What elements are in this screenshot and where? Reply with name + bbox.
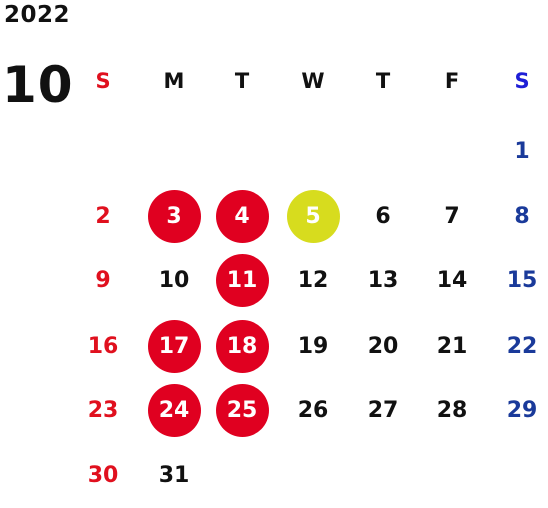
weekday-header-4: T xyxy=(375,69,391,93)
day-number: 25 xyxy=(226,397,258,423)
day-number: 22 xyxy=(506,333,538,359)
day-cell-22[interactable]: 22 xyxy=(487,313,548,379)
day-cell-4[interactable]: 4 xyxy=(207,183,277,249)
day-number: 12 xyxy=(297,267,329,293)
holiday-marker: 25 xyxy=(215,383,269,437)
day-cell-7[interactable]: 7 xyxy=(417,183,487,249)
day-number: 14 xyxy=(436,267,468,293)
day-cell-28[interactable]: 28 xyxy=(417,377,487,443)
weekday-header-3: W xyxy=(301,69,325,93)
day-cell-31[interactable]: 31 xyxy=(139,442,209,508)
day-cell-1[interactable]: 1 xyxy=(487,118,548,184)
day-cell-3[interactable]: 3 xyxy=(139,183,209,249)
day-number: 2 xyxy=(95,203,111,229)
day-cell-6[interactable]: 6 xyxy=(348,183,418,249)
day-cell-10[interactable]: 10 xyxy=(139,247,209,313)
day-number: 17 xyxy=(158,333,190,359)
day-number: 27 xyxy=(367,397,399,423)
day-number: 20 xyxy=(367,333,399,359)
day-number: 9 xyxy=(95,267,111,293)
holiday-marker: 17 xyxy=(147,319,201,373)
day-cell-5[interactable]: 5 xyxy=(278,183,348,249)
weekday-header-1: M xyxy=(163,69,185,93)
day-cell-17[interactable]: 17 xyxy=(139,313,209,379)
day-cell-19[interactable]: 19 xyxy=(278,313,348,379)
holiday-marker: 4 xyxy=(215,189,269,243)
day-number: 1 xyxy=(514,138,530,164)
weekday-header-2: T xyxy=(234,69,250,93)
day-number: 13 xyxy=(367,267,399,293)
day-cell-14[interactable]: 14 xyxy=(417,247,487,313)
weekday-header-6: S xyxy=(514,69,530,93)
day-number: 8 xyxy=(514,203,530,229)
weekday-header-5: F xyxy=(444,69,460,93)
day-number: 11 xyxy=(226,267,258,293)
day-number: 24 xyxy=(158,397,190,423)
day-cell-9[interactable]: 9 xyxy=(68,247,138,313)
day-number: 5 xyxy=(305,203,321,229)
day-cell-12[interactable]: 12 xyxy=(278,247,348,313)
day-cell-23[interactable]: 23 xyxy=(68,377,138,443)
holiday-marker: 3 xyxy=(147,189,201,243)
day-cell-15[interactable]: 15 xyxy=(487,247,548,313)
day-cell-25[interactable]: 25 xyxy=(207,377,277,443)
day-number: 28 xyxy=(436,397,468,423)
day-cell-11[interactable]: 11 xyxy=(207,247,277,313)
day-number: 21 xyxy=(436,333,468,359)
day-cell-18[interactable]: 18 xyxy=(207,313,277,379)
day-cell-13[interactable]: 13 xyxy=(348,247,418,313)
day-cell-29[interactable]: 29 xyxy=(487,377,548,443)
month-label: 10 xyxy=(2,56,74,114)
day-number: 15 xyxy=(506,267,538,293)
weekday-header-0: S xyxy=(95,69,111,93)
day-number: 3 xyxy=(166,203,182,229)
day-number: 26 xyxy=(297,397,329,423)
day-cell-8[interactable]: 8 xyxy=(487,183,548,249)
year-label: 2022 xyxy=(4,2,71,28)
day-number: 7 xyxy=(444,203,460,229)
day-cell-30[interactable]: 30 xyxy=(68,442,138,508)
day-number: 6 xyxy=(375,203,391,229)
day-cell-21[interactable]: 21 xyxy=(417,313,487,379)
day-number: 19 xyxy=(297,333,329,359)
day-number: 29 xyxy=(506,397,538,423)
holiday-marker: 24 xyxy=(147,383,201,437)
day-cell-2[interactable]: 2 xyxy=(68,183,138,249)
today-marker: 5 xyxy=(286,189,340,243)
day-number: 16 xyxy=(87,333,119,359)
day-cell-16[interactable]: 16 xyxy=(68,313,138,379)
day-number: 23 xyxy=(87,397,119,423)
day-number: 30 xyxy=(87,462,119,488)
day-number: 10 xyxy=(158,267,190,293)
day-number: 31 xyxy=(158,462,190,488)
day-number: 18 xyxy=(226,333,258,359)
day-cell-20[interactable]: 20 xyxy=(348,313,418,379)
day-cell-27[interactable]: 27 xyxy=(348,377,418,443)
day-cell-24[interactable]: 24 xyxy=(139,377,209,443)
day-number: 4 xyxy=(234,203,250,229)
holiday-marker: 18 xyxy=(215,319,269,373)
holiday-marker: 11 xyxy=(215,253,269,307)
day-cell-26[interactable]: 26 xyxy=(278,377,348,443)
